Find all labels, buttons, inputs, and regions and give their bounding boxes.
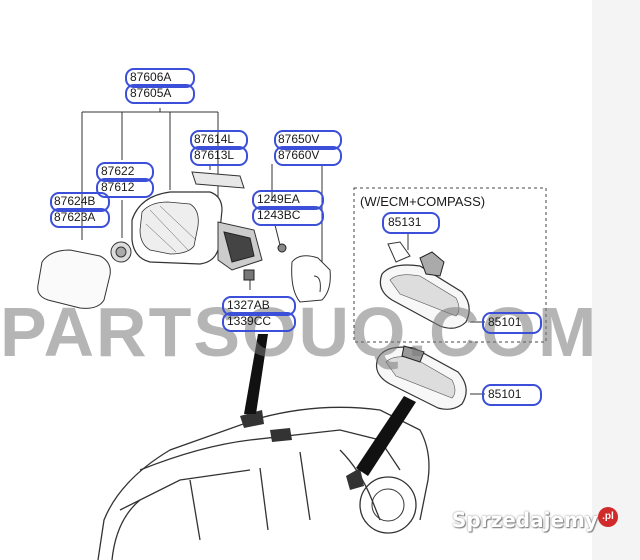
callout-1339CC	[222, 312, 296, 332]
part-1243BC: 1243BC	[257, 208, 301, 222]
part-87612: 87612	[101, 180, 135, 194]
part-85131: 85131	[388, 215, 422, 229]
callout-85101-lower	[482, 384, 542, 406]
callout-85131	[382, 212, 440, 234]
part-1327AB: 1327AB	[227, 298, 270, 312]
part-87605A: 87605A	[130, 86, 172, 100]
callout-87650V	[274, 130, 342, 150]
callout-1243BC	[252, 206, 324, 226]
part-87660V: 87660V	[278, 148, 320, 162]
part-87624B: 87624B	[54, 194, 96, 208]
part-1249EA: 1249EA	[257, 192, 300, 206]
callout-87613L	[190, 146, 248, 166]
part-85101-lower: 85101	[488, 387, 522, 401]
part-1339CC: 1339CC	[227, 314, 272, 328]
part-87650V: 87650V	[278, 132, 320, 146]
callout-87606A	[125, 68, 195, 88]
part-87622: 87622	[101, 164, 135, 178]
brand-logo-text: Sprzedajemy	[452, 508, 598, 532]
part-87606A: 87606A	[130, 70, 172, 84]
callout-87623A	[50, 208, 110, 228]
callout-87612	[96, 178, 154, 198]
brand-badge: .pl	[598, 507, 618, 527]
part-85101-upper: 85101	[488, 315, 522, 329]
part-87613L: 87613L	[194, 148, 235, 162]
callout-87605A	[125, 84, 195, 104]
part-87614L: 87614L	[194, 132, 235, 146]
part-87623A: 87623A	[54, 210, 96, 224]
callout-87624B	[50, 192, 110, 212]
callout-1249EA	[252, 190, 324, 210]
callout-87622	[96, 162, 154, 182]
right-margin-band	[592, 0, 640, 560]
callout-85101-upper	[482, 312, 542, 334]
callout-87660V	[274, 146, 342, 166]
callout-1327AB	[222, 296, 296, 316]
callout-87614L	[190, 130, 248, 150]
section-title: (W/ECM+COMPASS)	[360, 194, 486, 209]
